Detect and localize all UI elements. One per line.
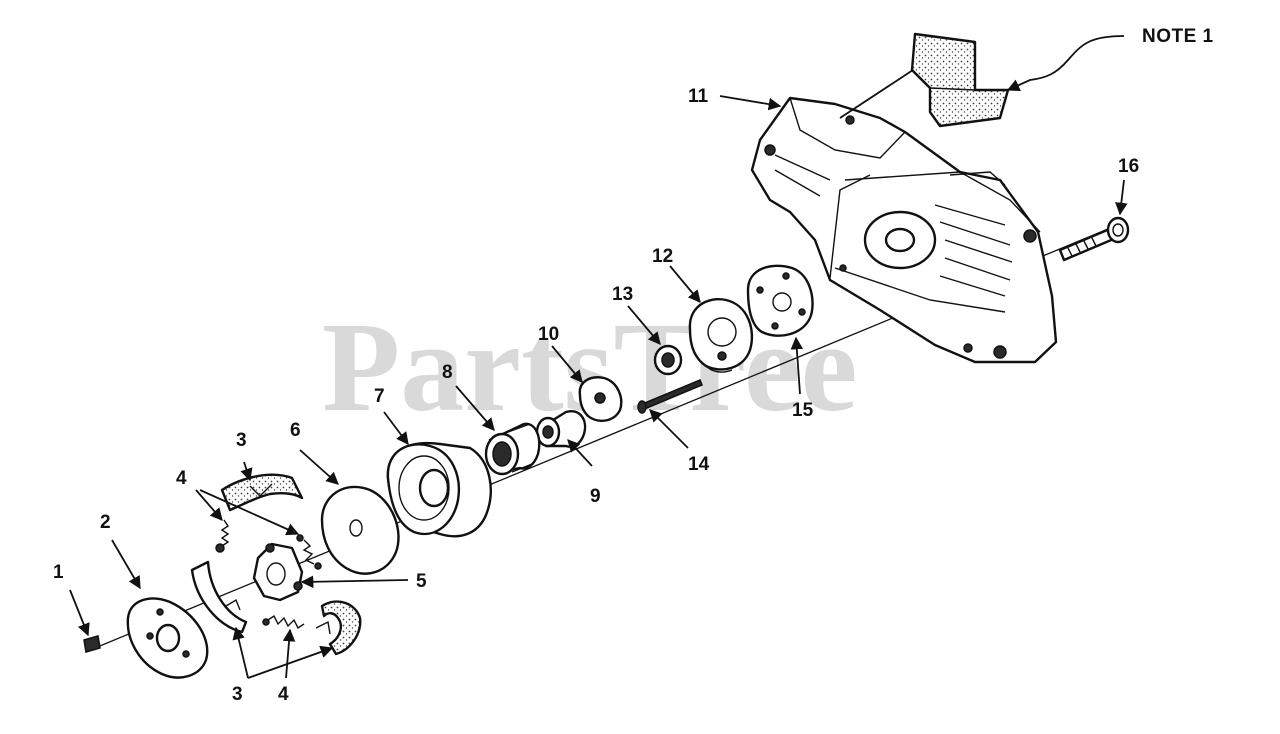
callout-2: 2 bbox=[100, 512, 111, 533]
bolt-16 bbox=[1058, 216, 1130, 262]
callout-5: 5 bbox=[416, 571, 427, 592]
washer-10 bbox=[578, 376, 623, 422]
callout-4-top: 4 bbox=[176, 468, 187, 489]
callout-9: 9 bbox=[590, 486, 601, 507]
note-1-label: NOTE 1 bbox=[1142, 26, 1214, 47]
callout-labels: 1 2 3 3 4 4 5 6 7 8 9 10 11 12 13 14 15 … bbox=[53, 26, 1214, 705]
callout-3-bottom: 3 bbox=[232, 684, 243, 705]
callout-14: 14 bbox=[688, 454, 710, 475]
plate-2 bbox=[126, 597, 209, 679]
callout-3-top: 3 bbox=[236, 430, 247, 451]
clutch-hub-5 bbox=[252, 542, 304, 602]
callout-16: 16 bbox=[1118, 156, 1139, 177]
springs-4-top bbox=[215, 519, 322, 570]
nut-1 bbox=[83, 635, 101, 653]
callout-1: 1 bbox=[53, 562, 64, 583]
spacer-9 bbox=[535, 410, 587, 448]
spring-4-bottom bbox=[262, 614, 305, 630]
clutch-shoe-3-right bbox=[315, 600, 362, 656]
callout-10: 10 bbox=[538, 324, 559, 345]
leader-lines bbox=[69, 35, 1128, 679]
bearing-13 bbox=[653, 344, 683, 376]
clutch-cover-housing bbox=[750, 96, 1058, 364]
callout-13: 13 bbox=[612, 284, 633, 305]
callout-7: 7 bbox=[374, 386, 385, 407]
callout-8: 8 bbox=[442, 362, 453, 383]
callout-11: 11 bbox=[688, 86, 709, 107]
note1-part-block bbox=[839, 32, 1010, 128]
callout-15: 15 bbox=[792, 400, 814, 421]
clutch-shoe-3-left bbox=[190, 560, 248, 634]
clutch-drum-7 bbox=[386, 442, 492, 538]
screw-14 bbox=[637, 379, 703, 414]
flange-washer-12 bbox=[688, 298, 754, 373]
callout-12: 12 bbox=[652, 246, 673, 267]
clutch-shoe-3-top bbox=[220, 473, 304, 512]
needle-bearing-8 bbox=[484, 422, 541, 476]
plate-6 bbox=[320, 485, 400, 575]
callout-6: 6 bbox=[290, 420, 301, 441]
callout-4-bottom: 4 bbox=[278, 684, 289, 705]
plate-15 bbox=[746, 264, 814, 337]
